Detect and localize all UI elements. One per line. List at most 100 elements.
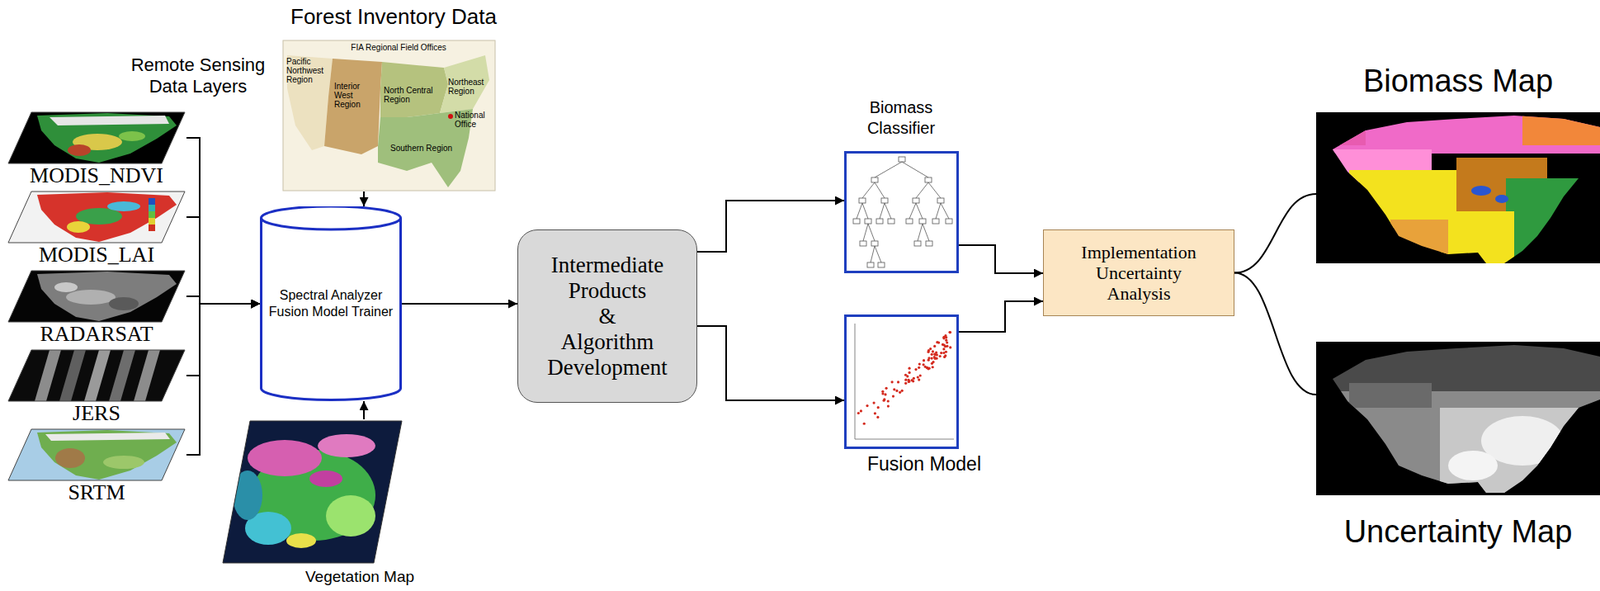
scatter-dot — [876, 415, 879, 419]
ndvi-image — [0, 112, 190, 164]
ndvi-image — [37, 113, 177, 163]
cylinder-outline — [259, 206, 402, 402]
panel-frame — [844, 151, 959, 274]
output-map: Biomass Map — [1316, 62, 1600, 264]
scatter-dot — [931, 349, 935, 353]
map-label: Interior West Region — [334, 81, 372, 109]
output-title: Biomass Map — [1316, 62, 1600, 100]
vegetation-image — [214, 416, 413, 570]
scatter-dot — [917, 377, 921, 381]
radarsat-image — [37, 271, 177, 321]
uncertainty-map-picture — [1316, 341, 1600, 499]
scatter-dot — [942, 335, 945, 339]
cylinder-body — [261, 206, 402, 401]
scatter-dot — [872, 401, 875, 404]
scatter-dot — [916, 375, 920, 378]
scatter-plot-picture — [844, 314, 959, 449]
scatter-dot — [859, 409, 863, 412]
decision-tree-picture — [859, 240, 867, 246]
map-label: Pacific Northwest Region — [286, 56, 330, 85]
vegetation-image — [325, 495, 376, 537]
layer-outline — [8, 429, 185, 481]
decision-tree-picture — [853, 156, 953, 268]
decision-tree-picture — [906, 218, 913, 224]
layer-name: RADARSAT — [6, 321, 187, 347]
map-label: North Central Region — [383, 85, 442, 104]
vegetation-image — [232, 470, 263, 520]
decision-tree-picture — [932, 218, 940, 224]
vegetation-image — [309, 470, 343, 487]
inventory-region-map — [283, 40, 496, 191]
scatter-dot — [904, 378, 907, 382]
biomass-map-picture — [1316, 112, 1600, 264]
lai-image — [37, 192, 177, 242]
scatter-dot — [906, 374, 909, 378]
scatter-dot — [943, 355, 946, 359]
biomass-map-picture — [1316, 112, 1366, 146]
radarsat-image — [108, 297, 139, 311]
scatter-dot — [918, 362, 921, 365]
biomass-map-picture — [1439, 211, 1515, 264]
scatter-dot — [945, 344, 949, 348]
decision-tree-picture — [867, 262, 874, 268]
scatter-dot — [907, 367, 911, 370]
scatter-dot — [883, 392, 887, 396]
map-label: FIA Regional Field Offices — [340, 42, 457, 52]
layer-outline — [8, 270, 185, 322]
decision-tree-picture — [844, 151, 959, 274]
decision-tree-picture — [914, 240, 921, 246]
vegetation-image — [247, 439, 322, 477]
inventory-region-map — [448, 113, 454, 119]
decision-tree-picture — [925, 177, 932, 183]
scatter-dot — [898, 391, 902, 394]
jers-image — [84, 349, 111, 402]
output-map: Uncertainty Map — [1316, 341, 1600, 552]
decision-tree-picture — [858, 198, 866, 203]
lai-image — [148, 217, 156, 225]
biomass-map-picture — [1522, 112, 1600, 146]
scatter-dot — [933, 355, 936, 359]
lai-image — [66, 221, 90, 233]
biomass-map-picture — [1316, 112, 1600, 264]
biomass-map-picture — [1390, 219, 1449, 264]
vegetation-image — [286, 533, 317, 548]
map-label: Northeast Region — [448, 77, 491, 96]
analysis-label: Implementation Uncertainty Analysis — [1047, 241, 1230, 304]
flow-arrow — [697, 200, 845, 252]
scatter-dot — [933, 344, 936, 348]
scatter-dot — [904, 382, 907, 385]
panel-frame — [844, 314, 959, 449]
decision-tree-picture — [844, 151, 959, 274]
layer-name: SRTM — [6, 480, 187, 506]
radarsat-image — [0, 270, 190, 322]
scatter-dot — [948, 345, 952, 349]
flow-arrow — [401, 302, 518, 305]
scatter-dot — [895, 389, 898, 392]
biomass-map-picture — [1495, 194, 1509, 203]
inventory-map: Forest Inventory DataFIA Regional Field … — [275, 3, 512, 192]
scatter-dot — [942, 347, 945, 350]
panel-heading: Biomass Classifier — [847, 97, 955, 139]
decision-tree-picture — [871, 177, 878, 183]
scatter-dot — [881, 390, 884, 393]
flow-arrow — [363, 401, 365, 420]
scatter-dot — [865, 404, 869, 407]
srtm-image — [37, 429, 177, 480]
decision-tree-picture — [881, 198, 888, 203]
scatter-dot — [935, 340, 939, 344]
decision-tree-picture — [919, 218, 926, 224]
srtm-image — [0, 429, 190, 481]
scatter-dot — [887, 399, 890, 402]
scatter-dot — [926, 350, 930, 354]
lai-image — [148, 204, 156, 212]
jers-image — [59, 349, 86, 402]
uncertainty-map-picture — [1448, 450, 1498, 481]
decision-tree-picture — [864, 218, 872, 224]
scatter-dot — [922, 358, 926, 362]
scatter-plot-picture — [844, 314, 959, 449]
group-label: Remote Sensing Data Layers — [123, 54, 273, 98]
scatter-dots — [857, 330, 953, 425]
process-label: Intermediate Products & Algorithm Develo… — [524, 252, 690, 381]
scatter-dot — [885, 387, 888, 390]
jers-image — [34, 349, 62, 402]
